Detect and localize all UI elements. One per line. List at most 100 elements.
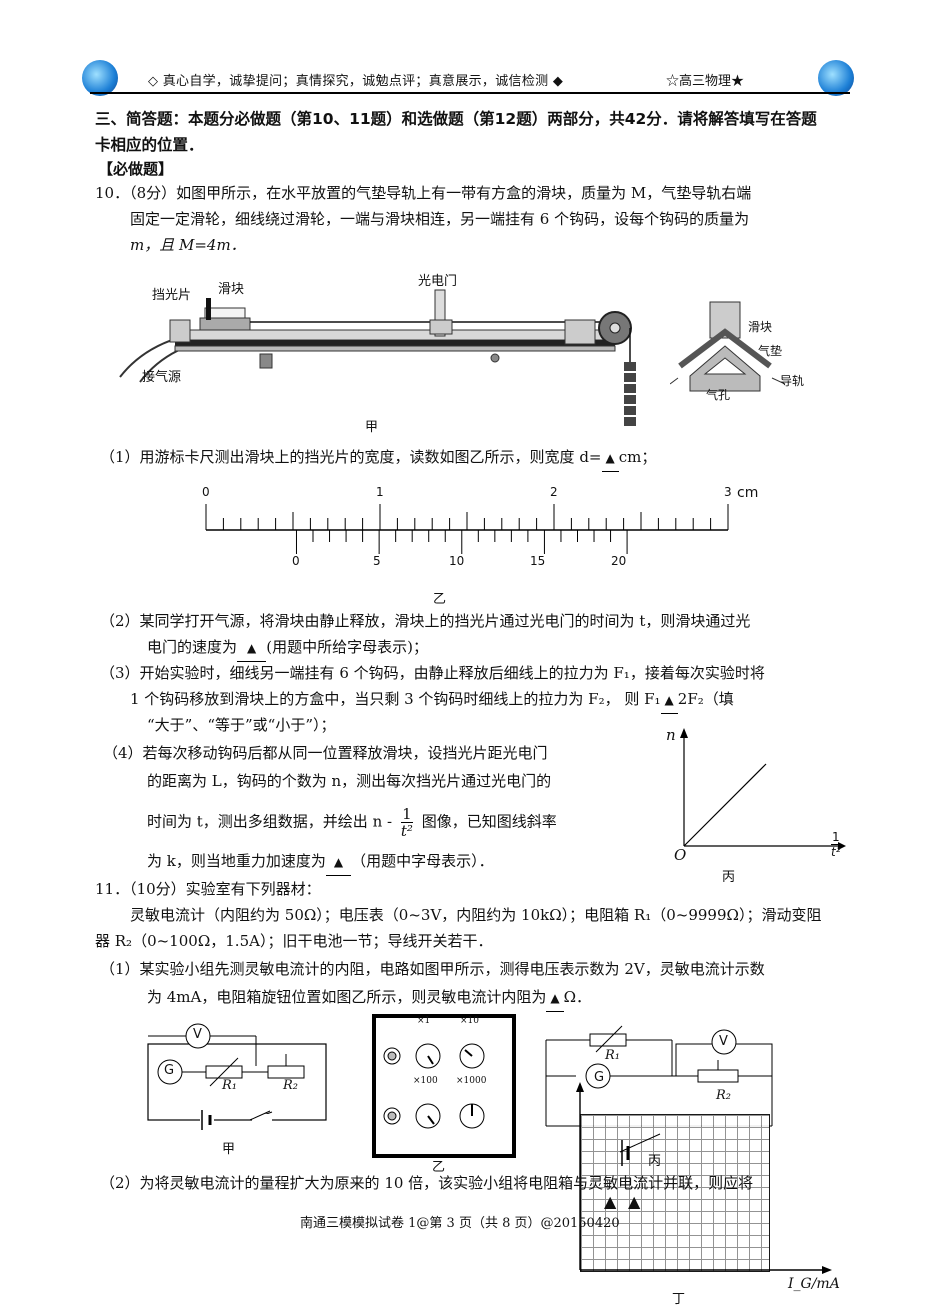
q10-p4-line1: （4）若每次移动钩码后都从同一位置释放滑块，设挡光片距光电门 — [103, 744, 548, 762]
resistance-box — [372, 1014, 516, 1158]
q11-p1-line1: （1）某实验小组先测灵敏电流计的内阻，电路如图甲所示，测得电压表示数为 2V，灵… — [100, 960, 765, 978]
caliper-main-2: 2 — [550, 485, 558, 499]
bing-r1-label: R₁ — [605, 1048, 620, 1063]
q10-p2-text: 电门的速度为 — [147, 638, 238, 656]
answer-blank-d[interactable]: ▲ — [601, 445, 619, 472]
q10-p3-fill: 2F₂（填 — [677, 690, 734, 708]
fig-caption-yi: 乙 — [433, 592, 447, 607]
q11-line3: 器 R₂（0~100Ω，1.5A）；旧干电池一节；导线开关若干． — [95, 932, 493, 950]
q10-p4-frac-den: t² — [400, 822, 413, 840]
graph-x-label: 1 t² — [831, 830, 841, 859]
q10-p4-text-a: 时间为 t，测出多组数据，并绘出 n - — [147, 812, 393, 831]
q10-p4-line3: 时间为 t，测出多组数据，并绘出 n - 1 t² 图像，已知图线斜率 — [147, 806, 557, 839]
q10-p4-line4: 为 k，则当地重力加速度为▲（用题中字母表示）． — [147, 848, 494, 876]
label-air-source: 接气源 — [142, 370, 182, 385]
vernier-caliper — [205, 504, 729, 554]
dial-label-x1: ×1 — [417, 1016, 431, 1026]
cs-label-hole: 气孔 — [706, 388, 731, 402]
cs-label-rail: 导轨 — [780, 374, 805, 388]
q10-p1-unit: cm； — [618, 448, 657, 466]
page-footer: 南通三模模拟试卷 1@第 3 页（共 8 页）@20150420 — [300, 1216, 620, 1231]
q11-p1-line2: 为 4mA，电阻箱旋钮位置如图乙所示，则灵敏电流计内阻为▲Ω． — [147, 984, 591, 1012]
caliper-main-0: 0 — [202, 485, 210, 499]
caliper-vernier-15: 15 — [530, 554, 546, 568]
graph-x-num: 1 — [831, 830, 841, 845]
answer-blank-p2-b[interactable]: ▲ — [628, 1192, 641, 1211]
circuit-jia — [147, 1023, 327, 1130]
section-title-2: 卡相应的位置． — [95, 136, 204, 154]
dial-label-x100: ×100 — [413, 1076, 438, 1086]
q10-line2: 固定一定滑轮，细线绕过滑轮，一端与滑块相连，另一端挂有 6 个钩码，设每个钩码的… — [130, 210, 750, 228]
answer-blank-compare[interactable]: ▲ — [660, 687, 678, 714]
q10-p4-fraction: 1 t² — [400, 805, 413, 840]
q10-p3-line1: （3）开始实验时，细线另一端挂有 6 个钩码，由静止释放后细线上的拉力为 F₁，… — [100, 664, 765, 682]
rail-cross-section — [670, 301, 786, 392]
caliper-main-3: 3 — [724, 485, 732, 499]
school-logo-right — [818, 60, 854, 96]
caliper-unit: cm — [737, 485, 759, 501]
grid-graph-ding — [580, 1114, 770, 1272]
q10-p2-line1: （2）某同学打开气源，将滑块由静止释放，滑块上的挡光片通过光电门的时间为 t，则… — [100, 612, 751, 630]
caliper-vernier-5: 5 — [373, 554, 381, 568]
jia-r2-label: R₂ — [283, 1078, 298, 1093]
graph-y-label: n — [666, 726, 676, 744]
bing-galvanometer-label: G — [594, 1070, 605, 1085]
q10-line3: m，且 M=4m． — [130, 236, 246, 254]
q10-p2-line2: 电门的速度为▲(用题中所给字母表示)； — [147, 634, 428, 662]
fig-caption-jia: 甲 — [365, 420, 379, 435]
jia-voltmeter-label: V — [193, 1027, 202, 1042]
dial-label-x10: ×10 — [460, 1016, 479, 1026]
answer-blank-velocity[interactable]: ▲ — [237, 635, 267, 662]
header-course: ☆高三物理★ — [666, 74, 745, 89]
cs-label-cushion: 气垫 — [758, 344, 783, 358]
q10-p4-frac-num: 1 — [400, 805, 413, 823]
answer-blank-rg[interactable]: ▲ — [546, 985, 564, 1012]
q11-p1-text: 为 4mA，电阻箱旋钮位置如图乙所示，则灵敏电流计内阻为 — [147, 988, 547, 1006]
q10-p4-text-d: （用题中字母表示）． — [351, 852, 494, 870]
grid-graph-x-label: I_G/mA — [788, 1276, 840, 1292]
label-slider: 滑块 — [218, 282, 245, 297]
caliper-vernier-0: 0 — [292, 554, 300, 568]
q10-line1: 10．（8分）如图甲所示，在水平放置的气垫导轨上有一带有方盒的滑块，质量为 M，… — [95, 184, 752, 202]
label-gate: 光电门 — [418, 274, 458, 289]
q10-p3-text: 1 个钩码移放到滑块上的方盒中，当只剩 3 个钩码时细线上的拉力为 F₂， 则 … — [130, 690, 661, 708]
q11-line1: 11．（10分）实验室有下列器材： — [95, 880, 321, 898]
q11-p1-unit: Ω． — [563, 988, 592, 1006]
fig-caption-box-yi: 乙 — [432, 1160, 446, 1175]
q10-p2-hint: (用题中所给字母表示)； — [266, 638, 428, 656]
graph-origin: O — [674, 846, 687, 864]
air-track-figure — [119, 289, 636, 426]
q10-p4-text-b: 图像，已知图线斜率 — [421, 812, 557, 831]
school-logo-left — [82, 60, 118, 96]
bing-r2-label: R₂ — [716, 1088, 731, 1103]
circuit-bing — [545, 1025, 773, 1127]
q10-p3-line2: 1 个钩码移放到滑块上的方盒中，当只剩 3 个钩码时细线上的拉力为 F₂， 则 … — [130, 686, 734, 714]
q10-p3-line3: “大于”、“等于”或“小于”）； — [147, 716, 336, 734]
graph-x-den: t² — [831, 845, 841, 859]
answer-blank-g[interactable]: ▲ — [325, 849, 352, 876]
fig-caption-circuit-bing: 丙 — [648, 1154, 662, 1169]
q10-p4-line2: 的距离为 L，钩码的个数为 n，测出每次挡光片通过光电门的 — [147, 772, 552, 790]
header-rule — [90, 62, 850, 94]
caliper-vernier-20: 20 — [611, 554, 627, 568]
q10-p1: （1）用游标卡尺测出滑块上的挡光片的宽度，读数如图乙所示，则宽度 d=▲cm； — [100, 444, 656, 472]
caliper-vernier-10: 10 — [449, 554, 465, 568]
caliper-main-1: 1 — [376, 485, 384, 499]
cs-label-slider: 滑块 — [748, 320, 773, 334]
grid-graph-axes — [576, 1082, 832, 1274]
fig-caption-ding: 丁 — [672, 1292, 686, 1307]
answer-blank-p2-a[interactable]: ▲ — [604, 1192, 617, 1211]
jia-galvanometer-label: G — [164, 1063, 175, 1078]
bing-voltmeter-label: V — [719, 1034, 728, 1049]
jia-r1-label: R₁ — [222, 1078, 237, 1093]
required-heading: 【必做题】 — [98, 160, 174, 178]
fig-caption-circuit-jia: 甲 — [222, 1142, 236, 1157]
header-motto: ◇ 真心自学，诚挚提问；真情探究，诚勉点评；真意展示，诚信检测 ◆ — [148, 74, 564, 89]
fig-caption-bing: 丙 — [722, 870, 736, 885]
q11-p2-line1: （2）为将灵敏电流计的量程扩大为原来的 10 倍，该实验小组将电阻箱与灵敏电流计… — [100, 1174, 754, 1192]
n-vs-inv-t2-graph — [680, 728, 846, 850]
section-title-1: 三、简答题：本题分必做题（第10、11题）和选做题（第12题）两部分，共42分．… — [95, 110, 817, 128]
label-shade: 挡光片 — [152, 288, 192, 303]
q10-p4-text-c: 为 k，则当地重力加速度为 — [147, 852, 326, 870]
dial-label-x1000: ×1000 — [456, 1076, 487, 1086]
